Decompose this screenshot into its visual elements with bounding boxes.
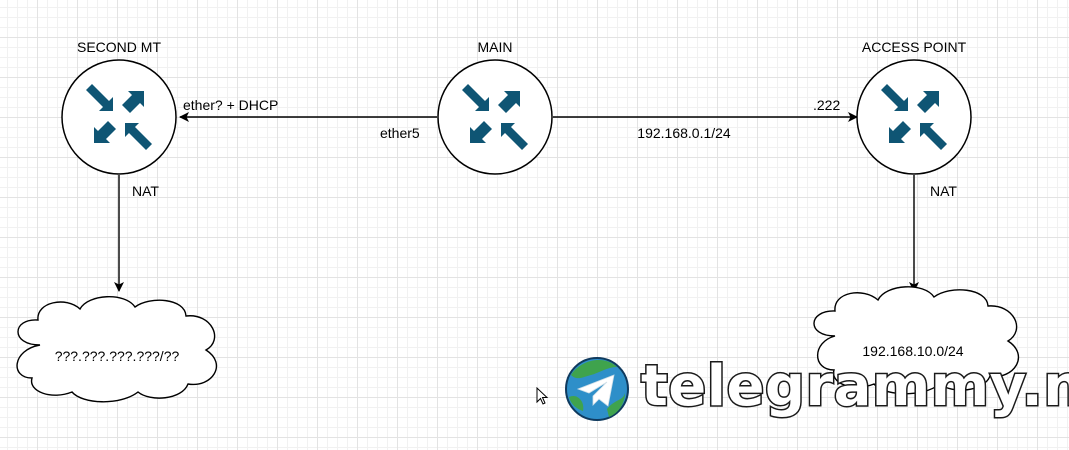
node-title-access-point: ACCESS POINT — [862, 39, 967, 55]
cloud-second-mt[interactable]: ???.???.???.???/?? — [16, 296, 218, 403]
cloud-icon — [813, 286, 1020, 395]
router-icon — [856, 59, 972, 175]
cloud-label-access-point: 192.168.10.0/24 — [862, 343, 963, 359]
link-label-subnet: 192.168.0.1/24 — [637, 125, 731, 141]
link-label-ether5: ether5 — [380, 125, 420, 141]
router-second-mt[interactable] — [61, 59, 177, 175]
cloud-icon — [16, 296, 218, 403]
cloud-label-second-mt: ???.???.???.???/?? — [55, 348, 180, 364]
nat-label-access-point: NAT — [930, 183, 957, 199]
cloud-access-point[interactable]: 192.168.10.0/24 — [813, 286, 1020, 395]
node-title-second-mt: SECOND MT — [77, 39, 161, 55]
watermark-text: telegrammy.net — [641, 354, 1069, 419]
router-icon — [437, 59, 553, 175]
telegram-logo-icon — [565, 357, 629, 421]
nat-label-second-mt: NAT — [132, 183, 159, 199]
router-icon — [61, 59, 177, 175]
node-title-main: MAIN — [478, 39, 513, 55]
mouse-cursor-icon — [536, 386, 549, 405]
router-access-point[interactable] — [856, 59, 972, 175]
watermark: telegrammy.net — [565, 353, 1069, 421]
link-label-host-222: .222 — [813, 97, 840, 113]
link-label-ether-dhcp: ether? + DHCP — [183, 97, 278, 113]
router-main[interactable] — [437, 59, 553, 175]
